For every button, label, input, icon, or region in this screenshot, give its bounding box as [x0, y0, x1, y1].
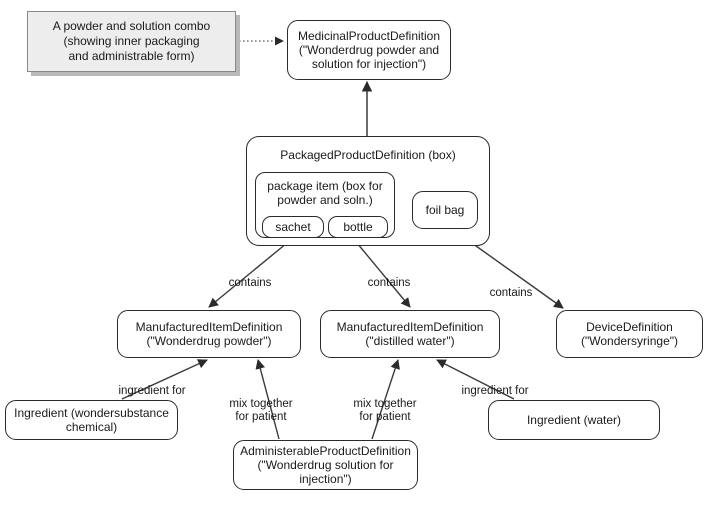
node-label: DeviceDefinition ("Wondersyringe")	[581, 320, 678, 348]
node-ingredient-chemical[interactable]: Ingredient (wondersubstance chemical)	[5, 400, 178, 440]
node-foil-bag[interactable]: foil bag	[412, 191, 478, 229]
node-package-item[interactable]: package item (box for powder and soln.)	[255, 172, 395, 238]
node-label: ManufacturedItemDefinition ("distilled w…	[336, 320, 484, 348]
node-sachet[interactable]: sachet	[262, 216, 324, 238]
node-label: AdministerableProductDefinition ("Wonder…	[240, 444, 411, 486]
note-box: A powder and solution combo (showing inn…	[27, 11, 236, 72]
node-manufactured-item-water[interactable]: ManufacturedItemDefinition ("distilled w…	[320, 310, 500, 358]
edge-label-ingredient-for-left: ingredient for	[118, 385, 186, 397]
node-label: Ingredient (water)	[526, 413, 622, 427]
node-label: ManufacturedItemDefinition ("Wonderdrug …	[135, 320, 283, 348]
node-manufactured-item-powder[interactable]: ManufacturedItemDefinition ("Wonderdrug …	[117, 310, 301, 358]
node-label: bottle	[343, 220, 373, 234]
node-label: MedicinalProductDefinition ("Wonderdrug …	[297, 29, 441, 71]
edge-label-mix-right: mix together for patient	[353, 398, 417, 423]
node-device-definition[interactable]: DeviceDefinition ("Wondersyringe")	[556, 310, 703, 358]
edge-label-ingredient-for-right: ingredient for	[461, 385, 529, 397]
node-label: package item (box for powder and soln.)	[267, 179, 383, 207]
edge-label-mix-left: mix together for patient	[229, 398, 293, 423]
node-label: Ingredient (wondersubstance chemical)	[14, 406, 169, 434]
edge-label-contains-device: contains	[489, 287, 533, 299]
node-label: foil bag	[425, 203, 465, 217]
edge-label-contains-water: contains	[367, 277, 411, 289]
node-bottle[interactable]: bottle	[328, 216, 388, 238]
node-administerable-product-definition[interactable]: AdministerableProductDefinition ("Wonder…	[233, 440, 418, 490]
node-medicinal-product-definition[interactable]: MedicinalProductDefinition ("Wonderdrug …	[287, 20, 451, 80]
edge-label-contains-powder: contains	[228, 277, 272, 289]
note-text: A powder and solution combo (showing inn…	[52, 19, 211, 63]
node-label: PackagedProductDefinition (box)	[280, 148, 456, 162]
node-ingredient-water[interactable]: Ingredient (water)	[488, 400, 660, 440]
node-label: sachet	[275, 220, 311, 234]
